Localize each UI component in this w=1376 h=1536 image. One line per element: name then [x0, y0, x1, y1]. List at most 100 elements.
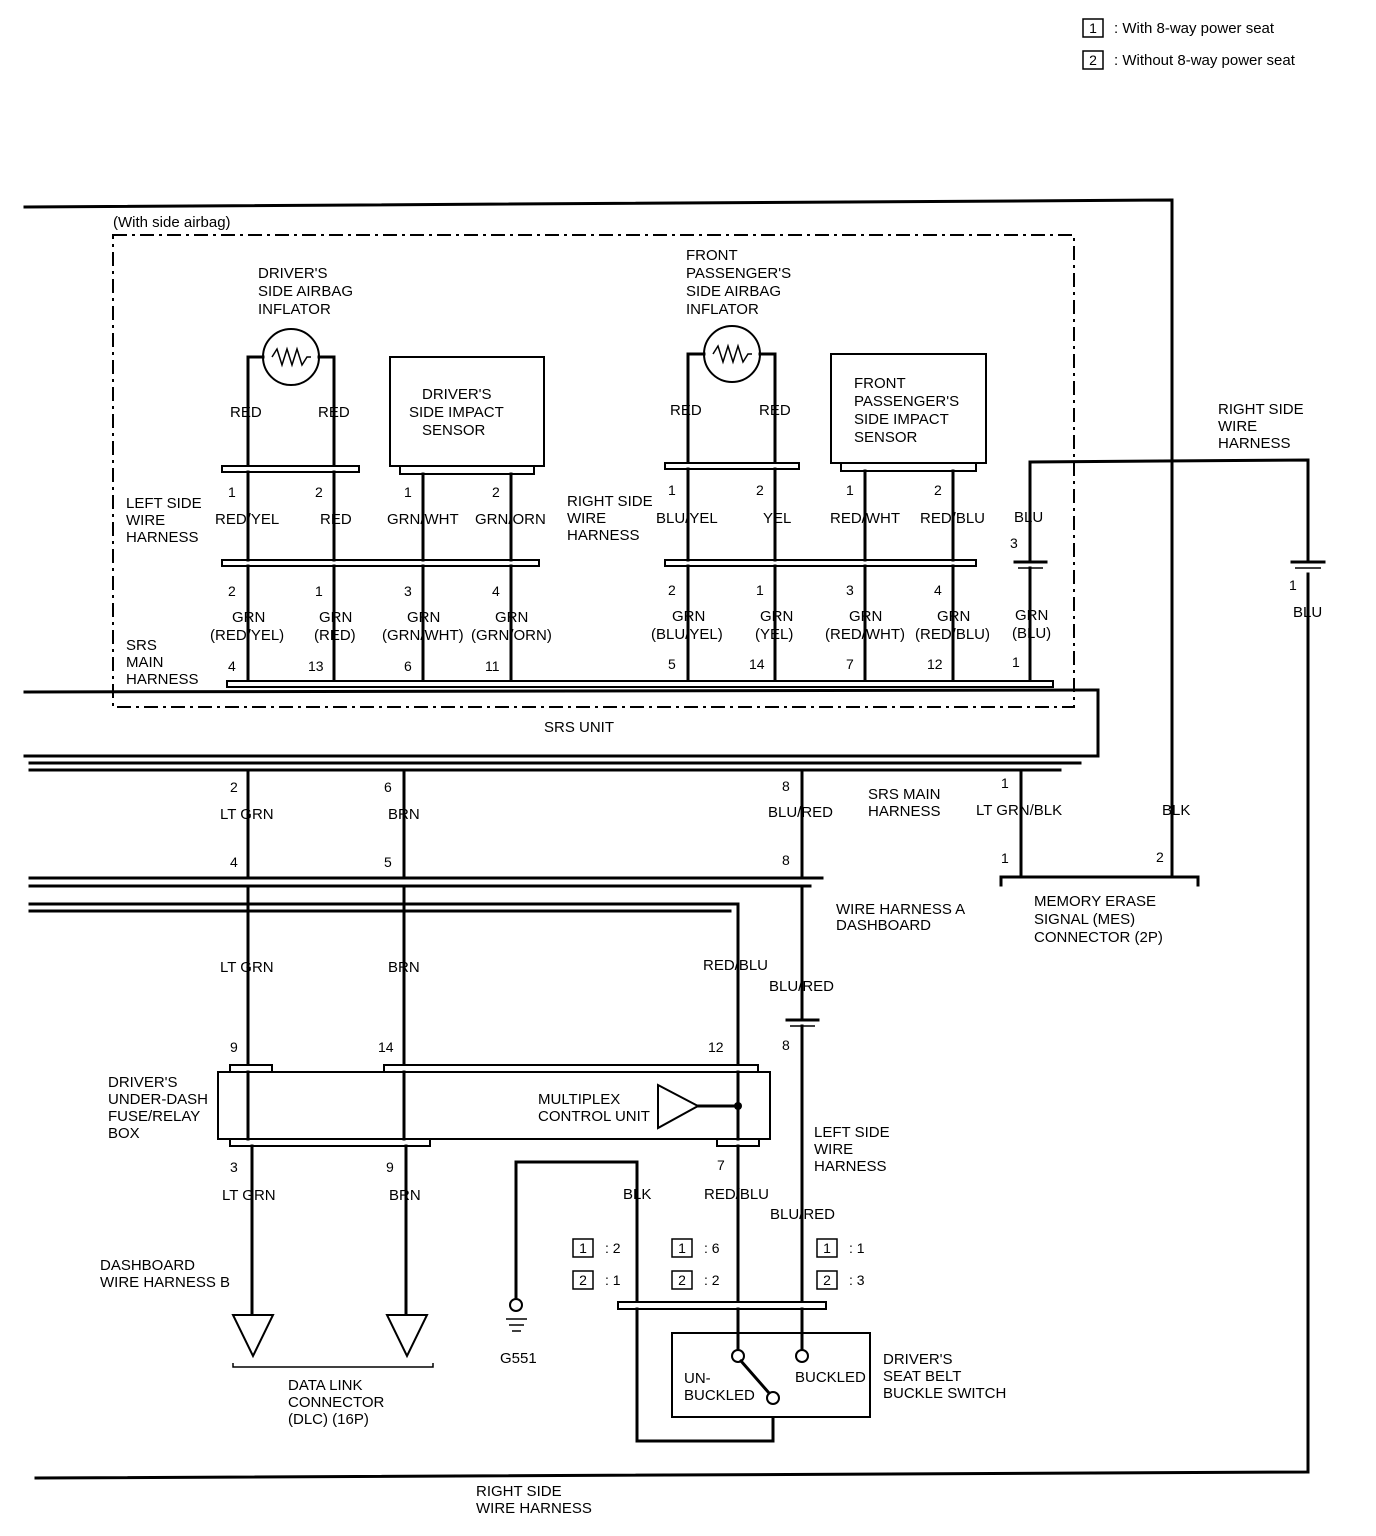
fuse-box-label-2: UNDER-DASH [108, 1091, 208, 1108]
passenger-inflator-label-3: SIDE AIRBAG [686, 283, 781, 300]
pin-number: 14 [378, 1039, 394, 1055]
variant-key: 1 [823, 1240, 831, 1256]
wire-label: RED [320, 511, 352, 528]
pin-number: 8 [782, 1037, 790, 1053]
pin-number: 8 [782, 852, 790, 868]
outer-harness-wires [23, 198, 1310, 1480]
harness-label: SRS [126, 637, 157, 654]
harness-label: HARNESS [1218, 435, 1291, 452]
wire-label: BLU/RED [770, 1206, 835, 1223]
resistor-icon [712, 343, 752, 365]
side-airbag-note: (With side airbag) [113, 214, 231, 231]
pin-number: 9 [230, 1039, 238, 1055]
pin-number: 2 [230, 779, 238, 795]
data-link-connector: LT GRN BRN DASHBOARD WIRE HARNESS B DATA… [100, 1144, 434, 1428]
pin-number: 1 [1001, 850, 1009, 866]
pin-number: 3 [230, 1159, 238, 1175]
drivers-side-impact-sensor: DRIVER'S SIDE IMPACT SENSOR [389, 356, 545, 475]
legend: 1 : With 8-way power seat 2 : Without 8-… [1082, 18, 1296, 70]
mes-label-2: SIGNAL (MES) [1034, 911, 1135, 928]
wire-label: GRN/WHT [387, 511, 459, 528]
drivers-inflator-label-1: DRIVER'S [258, 265, 328, 282]
legend-key-1: 1 [1089, 20, 1097, 36]
srs-unit: SRS UNIT [23, 680, 1100, 772]
buckled-label: BUCKLED [795, 1369, 866, 1386]
passenger-inflator-label-4: INFLATOR [686, 301, 759, 318]
variant-pin: : 1 [605, 1272, 621, 1288]
wire-label: LT GRN [220, 959, 274, 976]
pin-number: 2 [668, 582, 676, 598]
wire-label: LT GRN/BLK [976, 802, 1062, 819]
wire-label: RED [759, 402, 791, 419]
harness-label: HARNESS [814, 1158, 887, 1175]
connector-bar [664, 462, 800, 470]
pin-number: 3 [846, 582, 854, 598]
unbuckled-label-1: UN- [684, 1370, 711, 1387]
fuse-box-label-4: BOX [108, 1125, 140, 1142]
wire-label: BLU/YEL [656, 510, 718, 527]
wire-label: GRN [760, 608, 793, 625]
side-airbag-region: (With side airbag) [112, 214, 1075, 708]
harness-label: MAIN [126, 654, 164, 671]
harness-label: DASHBOARD [100, 1257, 195, 1274]
drivers-inflator-label-3: INFLATOR [258, 301, 331, 318]
fuse-relay-box: DRIVER'S UNDER-DASH FUSE/RELAY BOX 9 14 … [108, 1039, 771, 1175]
harness-label: LEFT SIDE [814, 1124, 890, 1141]
wire-label: RED/BLU [704, 1186, 769, 1203]
wire-label: RED/BLU [920, 510, 985, 527]
harness-label: WIRE [126, 512, 165, 529]
wire-label: GRN [849, 608, 882, 625]
passenger-sensor-label-2: PASSENGER'S [854, 393, 959, 410]
pin-number: 7 [846, 656, 854, 672]
pin-number: 14 [749, 656, 765, 672]
wire-label: (GRN/ORN) [471, 627, 552, 644]
pin-number: 1 [1001, 775, 1009, 791]
pin-number: 3 [404, 583, 412, 599]
wire-label: LT GRN [220, 806, 274, 823]
harness-label: WIRE HARNESS [476, 1500, 592, 1517]
passenger-sensor-label-4: SENSOR [854, 429, 918, 446]
multiplex-triangle-icon [657, 1083, 701, 1130]
harness-label: WIRE [1218, 418, 1257, 435]
wire-label: GRN/ORN [475, 511, 546, 528]
harness-label: RIGHT SIDE [476, 1483, 562, 1500]
harness-label: WIRE HARNESS B [100, 1274, 230, 1291]
passenger-sensor-label-1: FRONT [854, 375, 906, 392]
wire-label: (RED/BLU) [915, 626, 990, 643]
pin-number: 7 [717, 1157, 725, 1173]
harness-label: LEFT SIDE [126, 495, 202, 512]
switch-pivot [766, 1391, 780, 1405]
pin-number: 1 [756, 582, 764, 598]
pin-number: 4 [934, 582, 942, 598]
wire-label: (BLU) [1012, 625, 1051, 642]
pin-number: 12 [708, 1039, 724, 1055]
pin-number: 9 [386, 1159, 394, 1175]
dlc-label-1: DATA LINK [288, 1377, 362, 1394]
switch-pin-variants: RED/BLU BLU/RED 1 : 2 2 : 1 1 : 6 2 : 2 … [572, 1144, 865, 1307]
wire-label: GRN [495, 609, 528, 626]
wire-label: YEL [763, 510, 791, 527]
variant-pin: : 3 [849, 1272, 865, 1288]
wire-harness-a: WIRE HARNESS A DASHBOARD LT GRN BRN RED/… [28, 876, 965, 1307]
drivers-sensor-label-1: DRIVER'S [422, 386, 492, 403]
harness-label: RIGHT SIDE [567, 493, 653, 510]
legend-key-box-2 [1082, 50, 1104, 70]
pin-number: 1 [228, 484, 236, 500]
blu-branch: BLU 3 GRN (BLU) 1 BLU RIGHT SIDE WIRE HA… [1010, 401, 1326, 685]
buckle-switch-label-3: BUCKLE SWITCH [883, 1385, 1006, 1402]
pin-number: 1 [1012, 654, 1020, 670]
ground-label: G551 [500, 1350, 537, 1367]
dlc-label-3: (DLC) (16P) [288, 1411, 369, 1428]
wire-label: (YEL) [755, 626, 793, 643]
connector-bar [221, 559, 540, 567]
harness-label: WIRE HARNESS A [836, 901, 965, 918]
fuse-box-label-1: DRIVER'S [108, 1074, 178, 1091]
legend-text-2: : Without 8-way power seat [1114, 52, 1296, 69]
variant-pin: : 2 [704, 1272, 720, 1288]
pin-number: 8 [782, 778, 790, 794]
pin-number: 6 [404, 658, 412, 674]
harness-label: HARNESS [868, 803, 941, 820]
wire-label: RED [230, 404, 262, 421]
drivers-side-airbag-inflator: DRIVER'S SIDE AIRBAG INFLATOR RED RED [230, 265, 353, 472]
pin-number: 1 [404, 484, 412, 500]
